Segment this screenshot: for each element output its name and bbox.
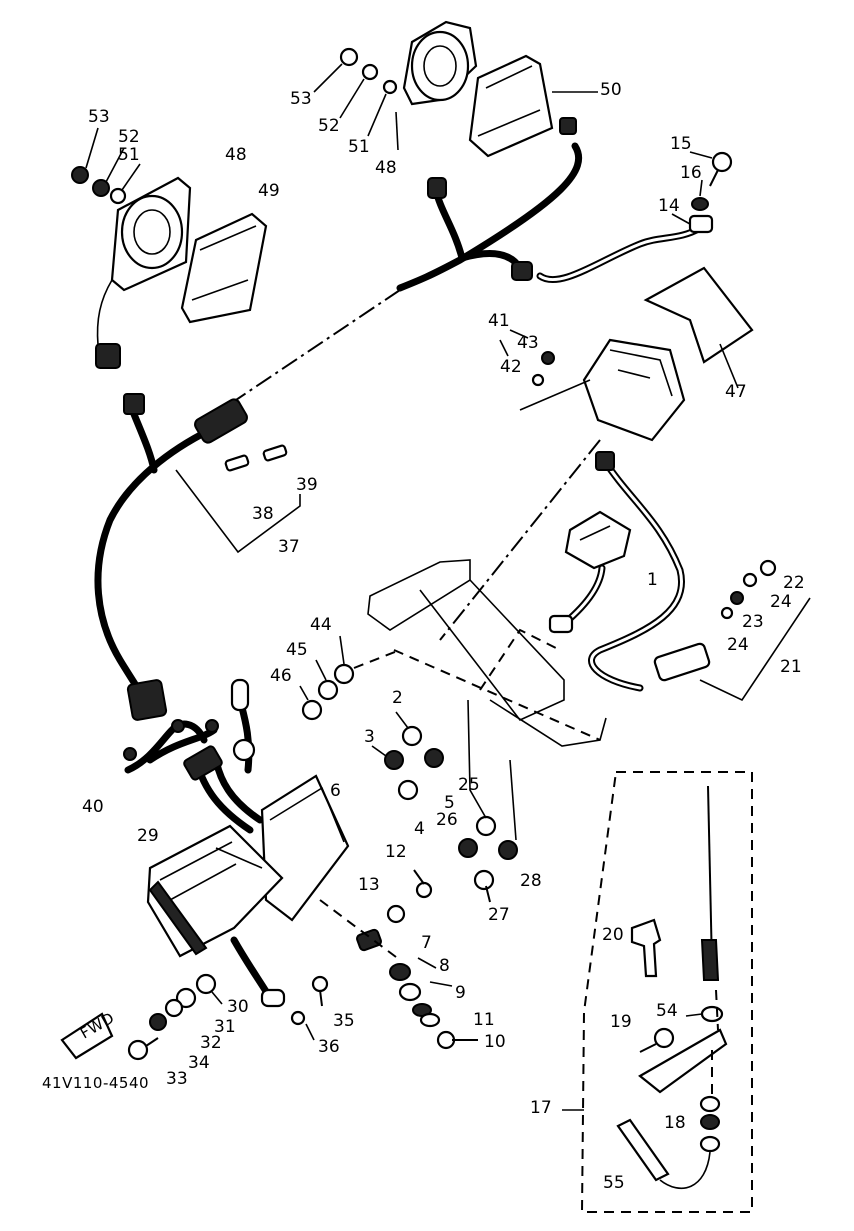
part-label-l17: 17 (530, 1098, 552, 1118)
fasteners-25-28 (458, 699, 518, 903)
crossover-box-right (468, 54, 577, 158)
part-label-l9: 9 (455, 983, 466, 1003)
part-label-l34: 34 (188, 1053, 210, 1073)
part-label-l36: 36 (318, 1037, 340, 1057)
part-label-l41: 41 (488, 311, 510, 331)
part-label-l21: 21 (780, 657, 802, 677)
part-label-l53b: 53 (290, 89, 312, 109)
part-label-l6: 6 (330, 781, 341, 801)
part-label-l16: 16 (680, 163, 702, 183)
part-label-l24a: 24 (770, 592, 792, 612)
amplifier-unit (499, 266, 754, 442)
part-label-l50: 50 (600, 80, 622, 100)
part-label-l4: 4 (414, 819, 425, 839)
diagram-code: 41V110-4540 (42, 1074, 149, 1092)
part-label-l51a: 51 (118, 145, 140, 165)
part-label-l12: 12 (385, 842, 407, 862)
short-harness (123, 719, 219, 774)
part-label-l27: 27 (488, 905, 510, 925)
mounting-bracket (367, 439, 607, 747)
nuts-right (313, 47, 598, 151)
connector-kit (175, 444, 301, 554)
part-labels: 1234567891011121314151617181920212223242… (82, 80, 805, 1193)
fasteners-30-36 (127, 936, 329, 1061)
part-label-l47: 47 (725, 382, 747, 402)
part-label-l49: 49 (258, 181, 280, 201)
speaker-left (95, 176, 192, 369)
wiring-harness (94, 142, 583, 721)
part-label-l18: 18 (664, 1113, 686, 1133)
switch-module (548, 510, 632, 634)
part-label-l54: 54 (656, 1001, 678, 1021)
part-label-l7: 7 (421, 933, 432, 953)
part-label-l20: 20 (602, 925, 624, 945)
part-label-l13: 13 (358, 875, 380, 895)
front-direction-badge: FWD (60, 1009, 118, 1060)
remote-connector (588, 451, 811, 702)
radio-unit (146, 678, 350, 958)
part-label-l51b: 51 (348, 137, 370, 157)
part-label-l43: 43 (517, 333, 539, 353)
part-label-l1: 1 (647, 570, 658, 590)
part-label-l15: 15 (670, 134, 692, 154)
part-label-l52b: 52 (318, 116, 340, 136)
part-label-l24b: 24 (727, 635, 749, 655)
part-label-l5: 5 (444, 793, 455, 813)
part-label-l11: 11 (473, 1010, 495, 1030)
part-label-l48a: 48 (225, 145, 247, 165)
part-label-l25: 25 (458, 775, 480, 795)
part-label-l10: 10 (484, 1032, 506, 1052)
fasteners-2-5 (371, 711, 444, 801)
part-label-l3: 3 (364, 727, 375, 747)
speaker-right (402, 20, 478, 106)
part-label-l46: 46 (270, 666, 292, 686)
fasteners-7-13 (319, 869, 478, 1050)
part-label-l14: 14 (658, 196, 680, 216)
part-label-l19: 19 (610, 1012, 632, 1032)
part-label-l31: 31 (214, 1017, 236, 1037)
part-label-l35: 35 (333, 1011, 355, 1031)
part-label-l33: 33 (166, 1069, 188, 1089)
part-label-l44: 44 (310, 615, 332, 635)
part-label-l55: 55 (603, 1173, 625, 1193)
nuts-left (71, 127, 141, 205)
part-label-l38: 38 (252, 504, 274, 524)
part-label-l23: 23 (742, 612, 764, 632)
part-label-l28: 28 (520, 871, 542, 891)
part-label-l42: 42 (500, 357, 522, 377)
fuse-holder (536, 151, 733, 284)
part-label-l26: 26 (436, 810, 458, 830)
washers-44-46 (299, 635, 401, 721)
crossover-box-left (180, 212, 268, 324)
part-label-l30: 30 (227, 997, 249, 1017)
part-label-l29: 29 (137, 826, 159, 846)
part-label-l2: 2 (392, 688, 403, 708)
part-label-l45: 45 (286, 640, 308, 660)
part-label-l37: 37 (278, 537, 300, 557)
part-label-l53a: 53 (88, 107, 110, 127)
antenna-kit (562, 771, 753, 1213)
part-label-l48b: 48 (375, 158, 397, 178)
part-label-l22: 22 (783, 573, 805, 593)
part-label-l40: 40 (82, 797, 104, 817)
part-label-l52a: 52 (118, 127, 140, 147)
part-label-l39: 39 (296, 475, 318, 495)
part-label-l32: 32 (200, 1033, 222, 1053)
part-label-l8: 8 (439, 956, 450, 976)
